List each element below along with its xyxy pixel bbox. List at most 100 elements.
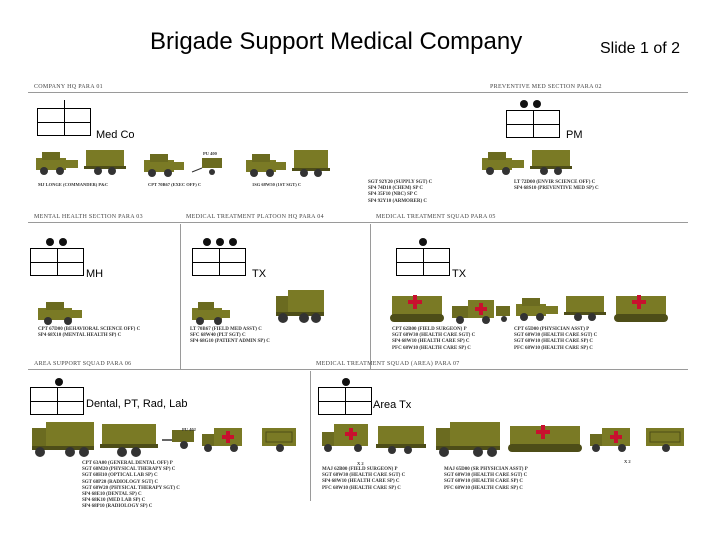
roster-line: MAJ 62B00 (FIELD SURGEON) P [322,467,398,472]
roster-tx-plt: LT 70B67 (FIELD MED ASST) C SFC 68W40 (P… [190,327,270,346]
roster-line: SP4 35F10 (NBC) SP C [368,192,418,198]
section-treatment-plt-hq: MEDICAL TREATMENT PLATOON HQ PARA 04 [186,214,324,220]
humvee-cargo-vehicle [516,296,606,321]
vehicle-caption: CPT 70B67 (EXEC OFF) C [148,182,202,187]
roster-line: SP4 68W10 (HEALTH CARE SP) C [322,479,400,485]
roster-line: SP4 68P10 (RADIOLOGY SP) C [82,504,153,510]
section-area-support: AREA SUPPORT SQUAD PARA 06 [34,361,132,367]
roster-line: SGT 68W30 (HEALTH CARE SGT) C [444,473,528,479]
roster-line: CPT 63A00 (GENERAL DENTAL OFF) P [82,461,173,466]
roster-line: PFC 68W10 (HEALTH CARE SP) C [392,345,471,351]
roster-tx-squad-b: CPT 65D00 (PHYSICIAN ASST) P SGT 68W30 (… [514,327,597,352]
divider-v1 [180,224,181,369]
tracked-ambulance-vehicle [614,295,668,322]
roster-line: SP4 68E10 (DENTAL SP) C [82,492,142,498]
ambulance-shelter-vehicle [202,428,296,452]
ambulance-shelter-vehicle [590,428,684,452]
roster-line: CPT 67D00 (BEHAVIORAL SCIENCE OFF) C [38,327,141,332]
roster-line: SGT 68W30 (HEALTH CARE SGT) C [322,473,406,479]
unit-label-pm: PM [566,129,583,141]
humvee-generator-vehicle [144,154,222,177]
unit-label-area-tx: Area Tx [373,399,412,411]
roster-line: PFC 68W10 (HEALTH CARE SP) C [514,345,593,351]
roster-area: CPT 63A00 (GENERAL DENTAL OFF) P SGT 68M… [82,461,180,511]
cargo-truck-trailer-vehicle [32,422,158,457]
roster-line: MAJ 65D00 (SR PHYSICIAN ASST) P [444,467,528,472]
cargo-truck-vehicle [436,422,500,457]
unit-size-dot [342,378,350,386]
vehicle-caption: 1SG 68W50 (1ST SGT) C [252,182,302,187]
humvee-cargo-vehicle [246,150,330,177]
roster-line: LT 72D00 (ENVIR SCIENCE OFF) C [514,180,596,185]
roster-line: SP4 68S10 (PREVENTIVE MED SP) C [514,186,599,192]
roster-line: SGT 68W20 (PHYSICAL THERAPY SGT) C [82,485,180,491]
unit-size-dot [55,378,63,386]
generator-caption: PU 400 [203,151,217,156]
roster-line: SGT 92Y20 (SUPPLY SGT) C [368,180,433,185]
unit-label-dental: Dental, PT, Rad, Lab [86,398,188,410]
roster-line: PFC 68W10 (HEALTH CARE SP) C [444,485,523,491]
humvee-vehicle [38,302,82,325]
roster-line: SGT 68P20 (RADIOLOGY SGT) C [82,479,159,485]
unit-size-dot [520,100,528,108]
roster-tx-squad: CPT 62B00 (FIELD SURGEON) P SGT 68W30 (H… [392,327,475,352]
unit-size-dot [419,238,427,246]
cargo-truck-vehicle [276,290,324,323]
roster-line: LT 70B67 (FIELD MED ASST) C [190,327,262,332]
roster-line: SGT 68W10 (HEALTH CARE SP) C [444,479,524,485]
roster-line: PFC 68W10 (HEALTH CARE SP) C [322,485,401,491]
humvee-ambulance-vehicle [452,300,510,324]
unit-label-tx: TX [452,268,467,280]
divider-v2 [370,224,371,369]
roster-line: SP4 68X10 (MENTAL HEALTH SP) C [38,333,122,339]
roster-area-tx-b: MAJ 65D00 (SR PHYSICIAN ASST) P SGT 68W3… [444,467,528,492]
roster-line: SP4 68K10 (MED LAB SP) C [82,498,146,504]
roster-line: SFC 68W40 (PLT SGT) C [190,333,246,339]
roster-line: CPT 65D00 (PHYSICIAN ASST) P [514,327,590,332]
unit-symbol-area-tx [318,387,372,415]
unit-size-tick [64,100,65,108]
divider-low [28,369,688,370]
roster-line: SGT 68W30 (HEALTH CARE SGT) C [514,333,598,339]
roster-mh: CPT 67D00 (BEHAVIORAL SCIENCE OFF) C SP4… [38,327,140,339]
unit-label-mh: MH [86,268,104,280]
roster-hq: SGT 92Y20 (SUPPLY SGT) C SP4 74D10 (CHEM… [368,180,432,205]
unit-size-dot [216,238,224,246]
page-title: Brigade Support Medical Company [150,28,523,55]
unit-symbol-tx-plt [192,248,246,276]
roster-line: SGT 68W10 (HEALTH CARE SP) C [514,339,594,345]
section-preventive-med: PREVENTIVE MED SECTION PARA 02 [490,84,602,90]
roster-line: SP4 92Y10 (ARMORER) C [368,198,428,204]
section-treatment-squad-area: MEDICAL TREATMENT SQUAD (AREA) PARA 07 [316,361,460,367]
unit-size-dot [229,238,237,246]
divider-mid [28,222,688,223]
roster-line: SGT 68W30 (HEALTH CARE SGT) C [392,333,476,339]
ambulance-trailer-vehicle [322,424,426,454]
vehicle-caption: MJ LONGE (COMMANDER) P&C [38,182,109,187]
section-mental-health: MENTAL HEALTH SECTION PARA 03 [34,214,143,220]
unit-symbol-med-co [37,108,91,136]
humvee-cargo-vehicle [482,150,572,175]
roster-line: SP4 68W10 (HEALTH CARE SP) C [392,339,470,345]
humvee-vehicle [192,302,230,325]
slide-indicator: Slide 1 of 2 [600,40,681,57]
section-treatment-squad: MEDICAL TREATMENT SQUAD PARA 05 [376,214,496,220]
unit-size-dot [59,238,67,246]
unit-label-tx: TX [252,268,267,280]
unit-symbol-area [30,387,84,415]
trailer-caption: PU 402 [182,427,196,432]
quantity-caption: X 2 [357,461,364,466]
generator-trailer [162,430,194,449]
roster-area-tx: MAJ 62B00 (FIELD SURGEON) P SGT 68W30 (H… [322,467,405,492]
humvee-cargo-vehicle [36,150,126,175]
unit-size-dot [203,238,211,246]
unit-size-dot [533,100,541,108]
roster-line: CPT 62B00 (FIELD SURGEON) P [392,327,467,332]
tracked-ambulance-vehicle [508,425,582,452]
roster-line: SGT 68H10 (OPTICAL LAB SP) C [82,473,158,479]
quantity-caption: X 2 [624,459,631,464]
roster-pm: LT 72D00 (ENVIR SCIENCE OFF) C SP4 68S10… [514,180,599,192]
roster-line: SGT 68M20 (PHYSICAL THERAPY SP) C [82,467,176,473]
unit-symbol-mh [30,248,84,276]
unit-label-med-co: Med Co [96,129,135,141]
